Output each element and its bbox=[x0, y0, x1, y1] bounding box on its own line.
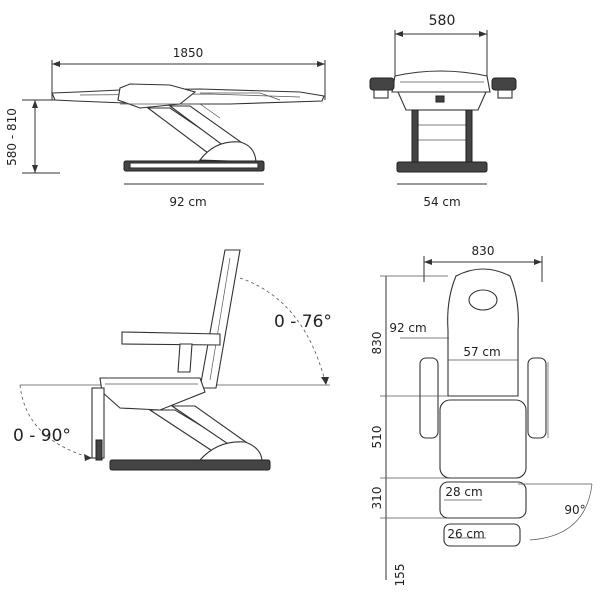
top-view: 830 830 510 310 155 92 cm 57 cm 2 bbox=[370, 244, 593, 587]
top-seat-length-label: 510 bbox=[370, 426, 384, 449]
top-back-width-label: 92 cm bbox=[389, 321, 426, 335]
side-height-label: 580 - 810 bbox=[5, 108, 19, 166]
side-base-label: 92 cm bbox=[169, 195, 206, 209]
top-leg-width-label: 28 cm bbox=[445, 485, 482, 499]
front-base-label: 54 cm bbox=[423, 195, 460, 209]
front-width-label: 580 bbox=[429, 13, 456, 29]
top-foot-width-label: 26 cm bbox=[447, 527, 484, 541]
side-length-label: 1850 bbox=[173, 46, 204, 60]
top-leg-length-label: 310 bbox=[370, 487, 384, 510]
seated-view: 0 - 76° 0 - 90° bbox=[13, 249, 332, 471]
top-back-length-label: 830 bbox=[370, 332, 384, 355]
top-foot-length-label: 155 bbox=[393, 564, 407, 587]
top-rotation-label: 90° bbox=[564, 503, 585, 517]
top-arm-span-label: 57 cm bbox=[463, 345, 500, 359]
leg-angle-label: 0 - 90° bbox=[13, 426, 71, 446]
back-angle-label: 0 - 76° bbox=[274, 312, 332, 332]
top-total-width-label: 830 bbox=[472, 244, 495, 258]
front-view: 580 54 cm bbox=[369, 13, 517, 209]
side-view: 1850 580 - 810 92 cm bbox=[5, 46, 326, 209]
